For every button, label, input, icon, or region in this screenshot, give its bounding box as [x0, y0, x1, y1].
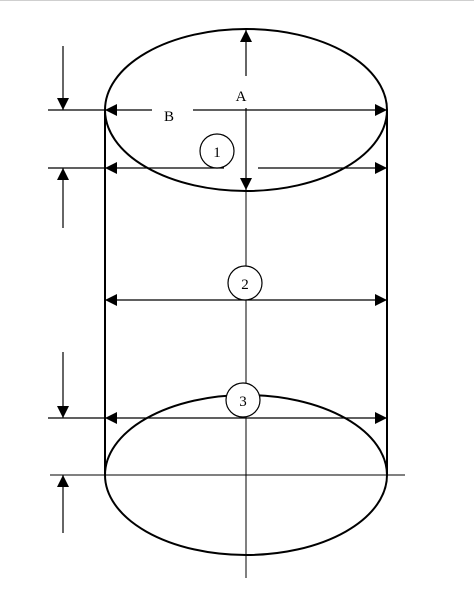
callout-2-label: 2 — [241, 277, 249, 293]
label-a: A — [236, 89, 247, 105]
callout-1-label: 1 — [213, 145, 221, 161]
callout-1: 1 — [199, 133, 235, 169]
extension-lines — [48, 109, 105, 419]
top-border — [0, 0, 474, 1]
callout-2: 2 — [227, 265, 263, 301]
callout-3-label: 3 — [239, 394, 247, 410]
label-b: B — [164, 109, 174, 125]
callout-3: 3 — [225, 382, 261, 418]
center-lines — [50, 190, 405, 578]
